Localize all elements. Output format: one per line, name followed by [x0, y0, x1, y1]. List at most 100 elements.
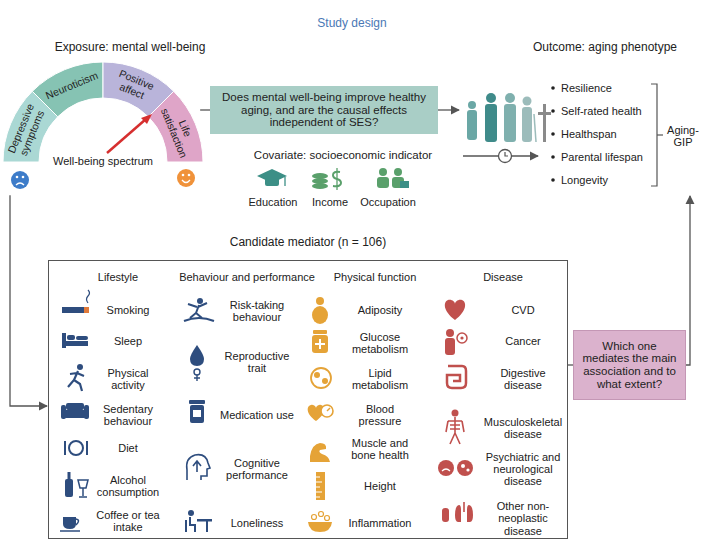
- node-text: Depressive symptoms: [4, 96, 51, 166]
- mediator-item: Adiposity: [347, 302, 413, 318]
- mediator-item: Sleep: [96, 333, 160, 349]
- main-arrow: [438, 110, 459, 111]
- outcome-item: Self-rated health: [561, 103, 651, 119]
- icon-label: Income: [304, 194, 356, 210]
- behaviour-icon: [189, 400, 205, 404]
- disease-icon: [442, 469, 450, 471]
- disease-icon: [460, 336, 463, 339]
- physical-icon: [312, 306, 328, 324]
- diagram-title: Study design: [252, 15, 452, 33]
- outcome-arrow: [686, 196, 690, 365]
- section-heading: Covariate: socioeconomic indicator: [238, 147, 448, 163]
- physical-icon: [327, 408, 330, 411]
- behaviour-icon: [206, 521, 208, 532]
- mediator-item: Lipid metabolism: [345, 365, 415, 393]
- behaviour-icon: [184, 298, 214, 532]
- lifestyle-icon: [66, 403, 84, 410]
- disease-icon: [442, 508, 449, 522]
- education-icon: [265, 178, 279, 186]
- mediator-item: Physical activity: [96, 365, 160, 393]
- mediator-item: Cancer: [482, 333, 564, 349]
- disease-icon: [461, 464, 465, 468]
- question-box: Does mental well-being improve healthy a…: [210, 86, 438, 134]
- lifestyle-icon: [63, 517, 76, 529]
- gauge-needle: [107, 114, 152, 153]
- education-icon: [284, 177, 285, 186]
- mediator-item: Cognitive performance: [218, 455, 296, 483]
- physical-icon: [310, 443, 330, 462]
- column-heading: Physical function: [323, 269, 427, 285]
- node-text: Positive affect: [99, 63, 169, 110]
- lifestyle-icon: [64, 410, 86, 418]
- mediator-item: Inflammation: [341, 515, 419, 531]
- sad-face: [11, 171, 29, 189]
- behaviour-icon: [184, 318, 214, 321]
- physical-icon: [316, 477, 322, 497]
- people-icon: [467, 93, 551, 142]
- lifestyle-icon: [69, 441, 83, 455]
- mediator-item: Diet: [96, 440, 160, 456]
- people-icon: [486, 93, 496, 103]
- people-icon: [543, 104, 546, 142]
- question-box: Which one mediates the main association …: [573, 330, 686, 400]
- occupation-icon: [400, 181, 409, 188]
- physical-icon: [314, 372, 320, 378]
- lifestyle-icon: [87, 290, 90, 303]
- column-heading: Lifestyle: [78, 269, 158, 285]
- connector-arrow: [200, 109, 210, 110]
- bullet: [551, 86, 555, 182]
- sad-face: [22, 176, 25, 179]
- sad-face: [16, 183, 24, 185]
- people-icon: [467, 110, 477, 140]
- physical-icon: [312, 515, 317, 520]
- physical-icon: [322, 378, 328, 384]
- sad-face: [11, 171, 29, 189]
- behaviour-icon: [190, 345, 204, 366]
- behaviour-icon: [188, 510, 194, 516]
- occupation-icon: [377, 168, 409, 188]
- bullet: [551, 86, 555, 90]
- happy-face: [182, 174, 185, 177]
- lifestyle-icon: [84, 405, 89, 419]
- mediator-item: Sedentary behaviour: [96, 401, 160, 429]
- bracket: [651, 84, 663, 186]
- lifestyle-icon: [62, 307, 84, 313]
- lifestyle-icon: [77, 364, 83, 370]
- physical-icon: [319, 512, 324, 517]
- occupation-icon: [394, 168, 402, 176]
- lifestyle-icon: [64, 441, 66, 455]
- disease-icon: [463, 502, 465, 512]
- behaviour-icon: [193, 461, 201, 472]
- education-icon: [257, 169, 287, 186]
- gauge-label: Well-being spectrum: [48, 153, 158, 169]
- gauge-needle: [107, 119, 146, 153]
- lifestyle-icon: [60, 530, 80, 532]
- physical-icon: [316, 472, 325, 500]
- timeline-arrow: [463, 150, 538, 163]
- behaviour-icon: [193, 410, 201, 417]
- occupation-icon: [377, 177, 389, 188]
- node-text: Life satisfaction: [155, 96, 202, 166]
- disease-icon: [445, 338, 455, 355]
- behaviour-icon: [197, 519, 212, 522]
- mediator-item: Medication use: [220, 401, 294, 429]
- bullet: [551, 178, 555, 182]
- mediator-item: Blood pressure: [347, 401, 413, 429]
- occupation-icon: [379, 168, 387, 176]
- timeline-arrow: [499, 150, 512, 163]
- happy-face: [177, 169, 195, 187]
- physical-icon: [325, 516, 330, 521]
- people-icon: [504, 104, 516, 142]
- mediator-item: Risk-taking behaviour: [220, 297, 294, 325]
- disease-icon: [457, 460, 473, 476]
- outcome-item: Healthspan: [561, 126, 651, 142]
- timeline-arrow: [505, 152, 508, 156]
- physical-icon: [312, 335, 328, 353]
- behaviour-icon: [197, 298, 203, 304]
- lifestyle-icon: [76, 336, 88, 340]
- panel-heading: Candidate mediator (n = 106): [49, 236, 567, 254]
- lifestyle-icon: [60, 290, 90, 531]
- disease-icon: [452, 410, 459, 417]
- disease-icon: [466, 468, 469, 471]
- lifestyle-icon: [62, 333, 66, 348]
